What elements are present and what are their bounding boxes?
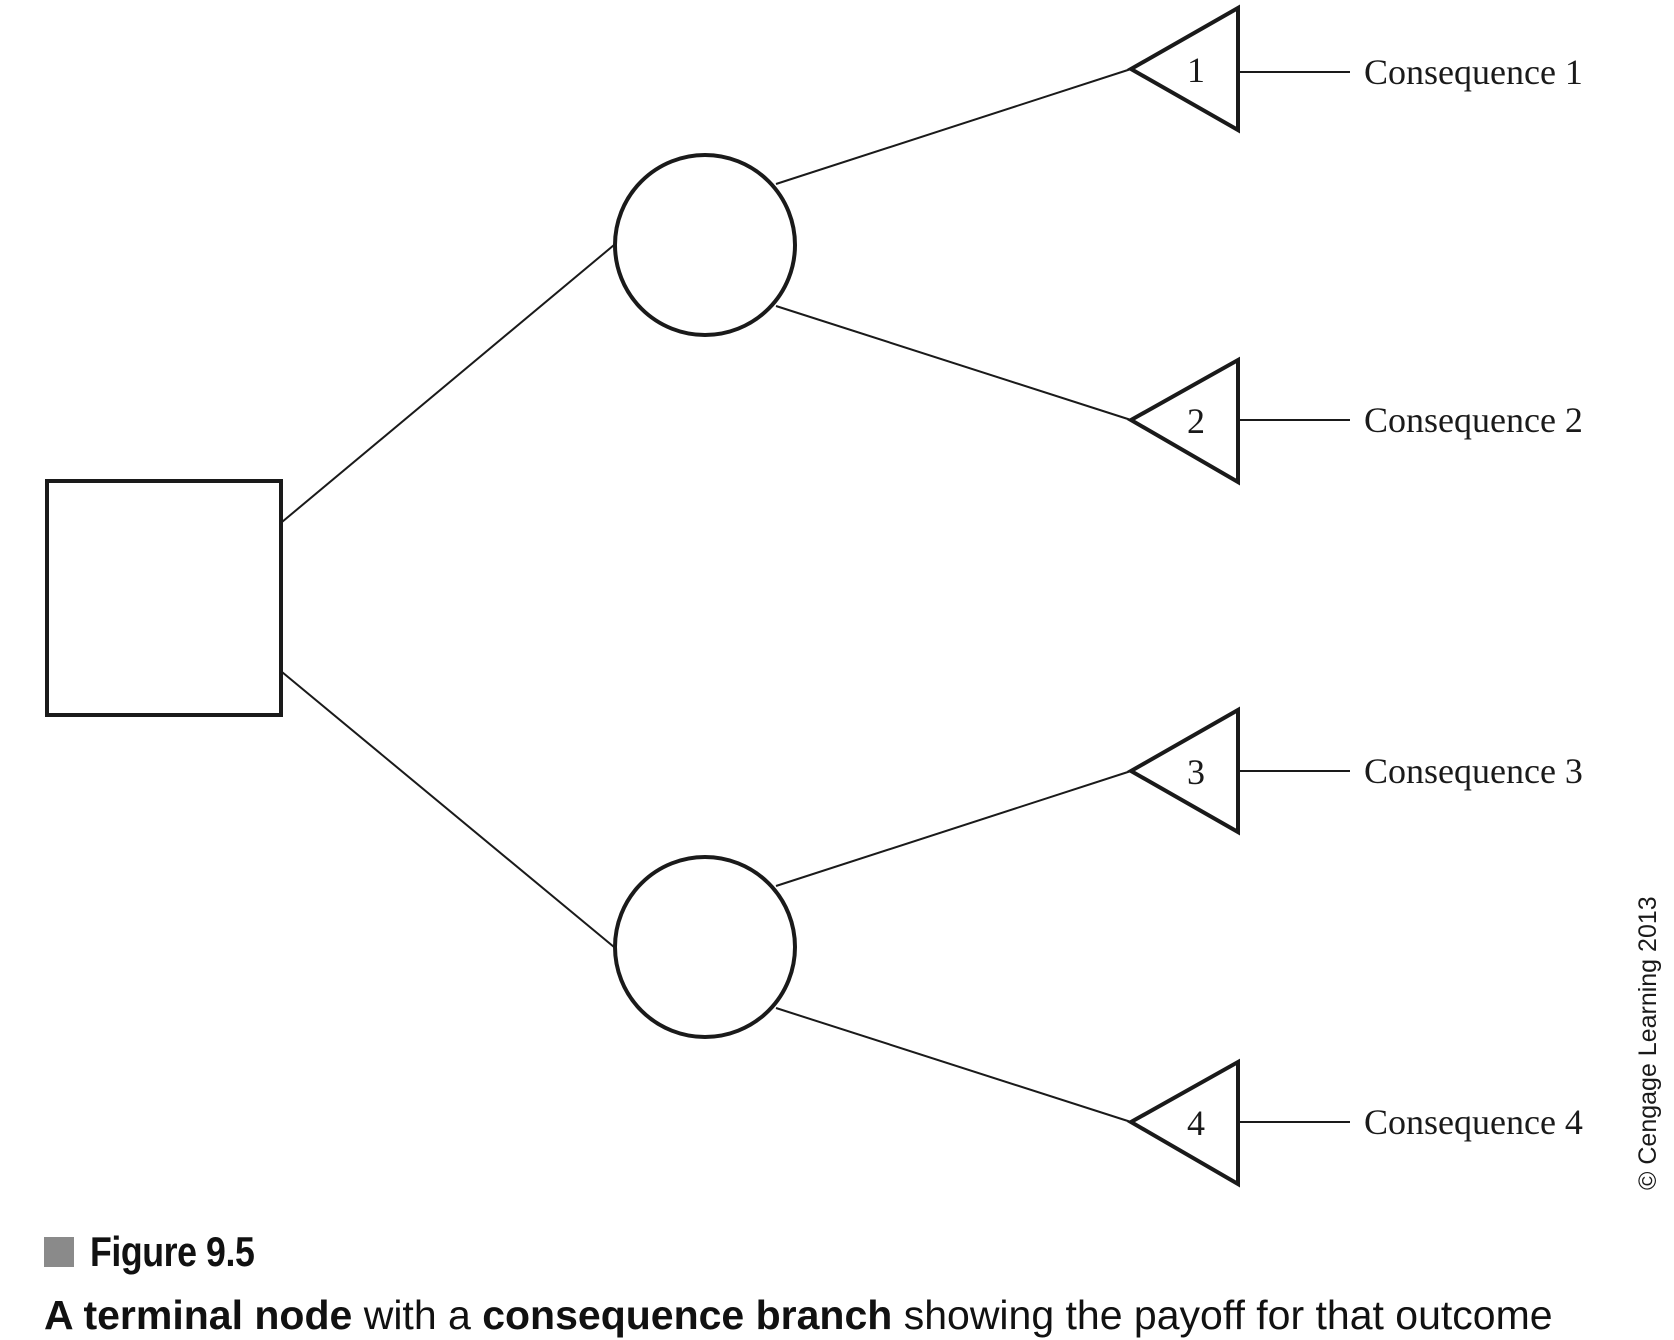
copyright-notice: © Cengage Learning 2013 [1634, 896, 1662, 1190]
consequence-label-3: Consequence 3 [1364, 751, 1583, 791]
figure-label: Figure 9.5 [44, 1228, 283, 1276]
consequence-label-1: Consequence 1 [1364, 52, 1583, 92]
terminal-node-1 [1126, 4, 1240, 134]
terminal-node-2-number: 2 [1187, 401, 1205, 441]
branch-decision-to-upper-chance [281, 244, 615, 523]
decision-node-square [45, 479, 283, 717]
chance-node-upper [613, 153, 797, 337]
branch-decision-to-lower-chance [281, 671, 615, 948]
caption-bold-term-2: consequence branch [482, 1292, 893, 1338]
branch-lower-chance-to-terminal-4 [775, 1007, 1132, 1123]
caption-text-2: showing the payoff for that outcome [892, 1292, 1553, 1338]
branch-upper-chance-to-terminal-2 [775, 305, 1132, 421]
caption-bold-term-1: A terminal node [44, 1292, 353, 1338]
terminal-node-4 [1126, 1058, 1240, 1188]
branch-lower-chance-to-terminal-3 [775, 770, 1132, 887]
figure-caption: A terminal node with a consequence branc… [44, 1292, 1553, 1339]
chance-node-lower [613, 855, 797, 1039]
terminal-node-3 [1126, 706, 1240, 836]
caption-text-1: with a [352, 1292, 483, 1338]
consequence-label-2: Consequence 2 [1364, 400, 1583, 440]
terminal-node-3-number: 3 [1187, 752, 1205, 792]
terminal-node-2 [1126, 356, 1240, 486]
branch-upper-chance-to-terminal-1 [775, 68, 1132, 185]
terminal-node-1-number: 1 [1187, 50, 1205, 90]
figure-marker-square [44, 1237, 74, 1267]
consequence-label-4: Consequence 4 [1364, 1102, 1583, 1142]
figure-title: Figure 9.5 [90, 1228, 255, 1275]
terminal-node-4-number: 4 [1187, 1103, 1205, 1143]
